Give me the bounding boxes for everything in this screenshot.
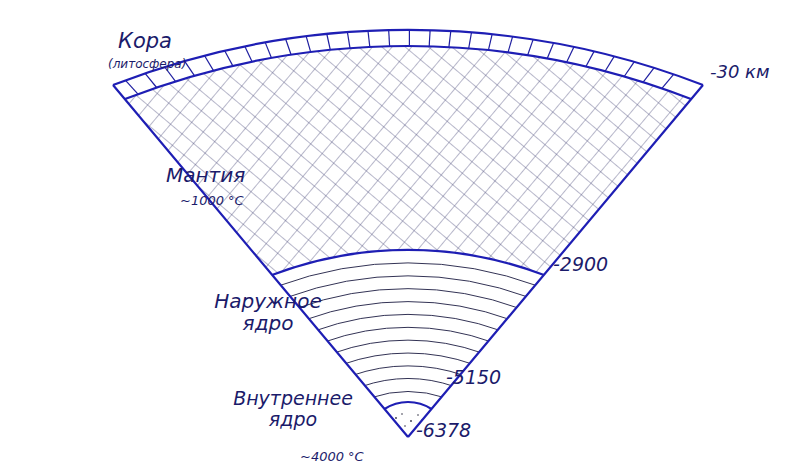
depth-mark: -6378 — [416, 420, 471, 441]
depth-mark: -5150 — [446, 367, 501, 388]
crust-ticks — [126, 30, 674, 94]
layer-name: Мантия — [166, 164, 245, 186]
outer-core-lines — [278, 263, 539, 398]
layer-name: Внутреннее ядро — [208, 388, 378, 430]
mantle-hatching — [125, 46, 691, 275]
depth-mark: -2900 — [553, 254, 608, 275]
layer-name: Наружное ядро — [212, 290, 324, 334]
layer-name: Кора — [118, 30, 172, 53]
temperature-note: ~4000 °C — [300, 450, 364, 464]
layer-note: (литосфера) — [108, 58, 186, 71]
temperature-note: ~1000 °C — [180, 194, 244, 208]
layer-outlines — [113, 30, 703, 437]
depth-mark: -30 км — [710, 62, 770, 82]
